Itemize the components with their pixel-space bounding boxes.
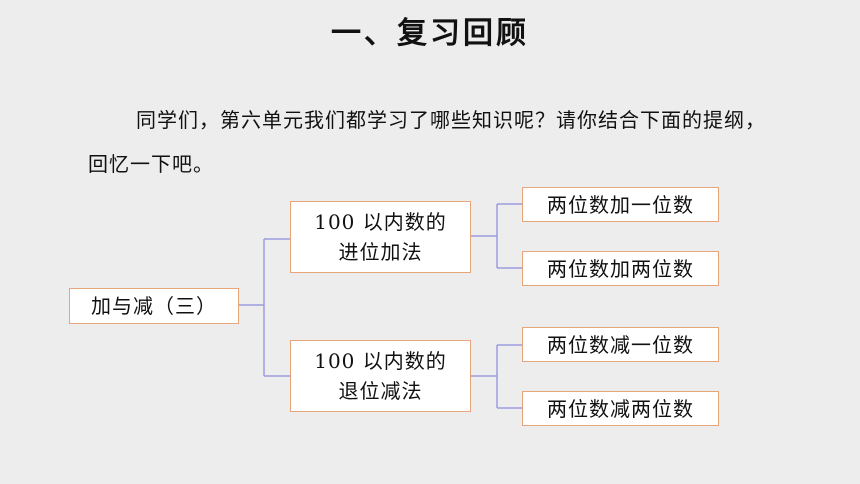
branch-subtraction-line1: 100 以内数的 [314, 349, 447, 373]
leaf-node-label: 两位数减两位数 [547, 396, 694, 421]
branch-node-subtraction: 100 以内数的 退位减法 [290, 340, 471, 412]
root-node: 加与减（三） [69, 288, 239, 324]
page-title: 一、复习回顾 [331, 16, 529, 51]
leaf-node: 两位数减一位数 [522, 327, 719, 362]
branch-addition-line1: 100 以内数的 [314, 210, 447, 234]
leaf-node-label: 两位数加一位数 [547, 192, 694, 217]
branch-node-addition: 100 以内数的 进位加法 [290, 201, 471, 273]
leaf-node-label: 两位数减一位数 [547, 332, 694, 357]
leaf-node: 两位数加一位数 [522, 187, 719, 222]
leaf-node: 两位数加两位数 [522, 251, 719, 286]
intro-paragraph: 同学们，第六单元我们都学习了哪些知识呢？请你结合下面的提纲，回忆一下吧。 [88, 108, 766, 176]
branch-addition-line2: 进位加法 [338, 240, 423, 264]
branch-subtraction-line2: 退位减法 [338, 379, 423, 403]
leaf-node: 两位数减两位数 [522, 391, 719, 426]
root-node-label: 加与减（三） [91, 294, 217, 318]
leaf-node-label: 两位数加两位数 [547, 256, 694, 281]
